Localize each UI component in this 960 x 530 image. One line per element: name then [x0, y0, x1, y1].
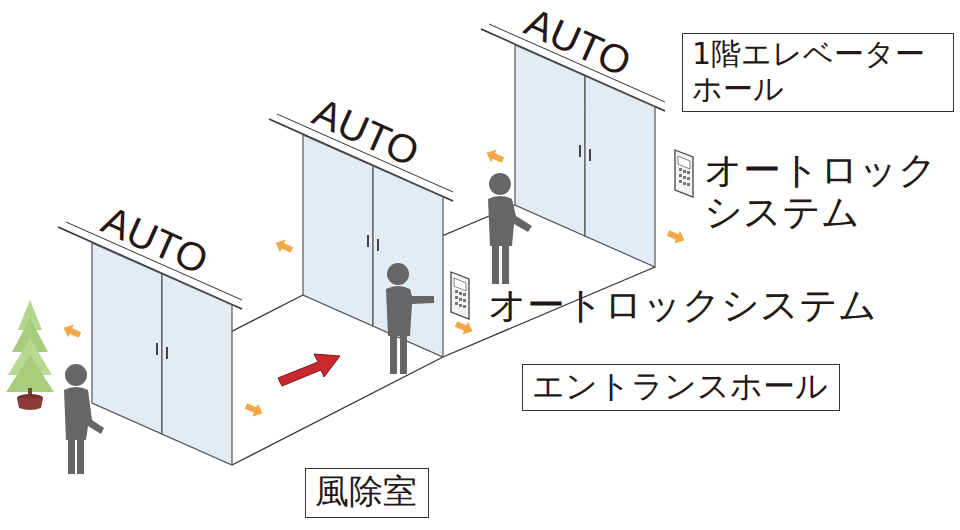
- autolock-label: オートロックシステム: [488, 285, 877, 327]
- room-name: 1階エレベーター ホール: [692, 37, 942, 106]
- room-name: エントランスホール: [532, 368, 828, 405]
- room-label-box: 風除室: [305, 468, 429, 518]
- room-label-box: エントランスホール: [522, 364, 840, 411]
- room-name: 風除室: [315, 472, 417, 511]
- room-label-box: 1階エレベーター ホール: [682, 33, 954, 112]
- autolock-label: オートロック システム: [704, 150, 954, 234]
